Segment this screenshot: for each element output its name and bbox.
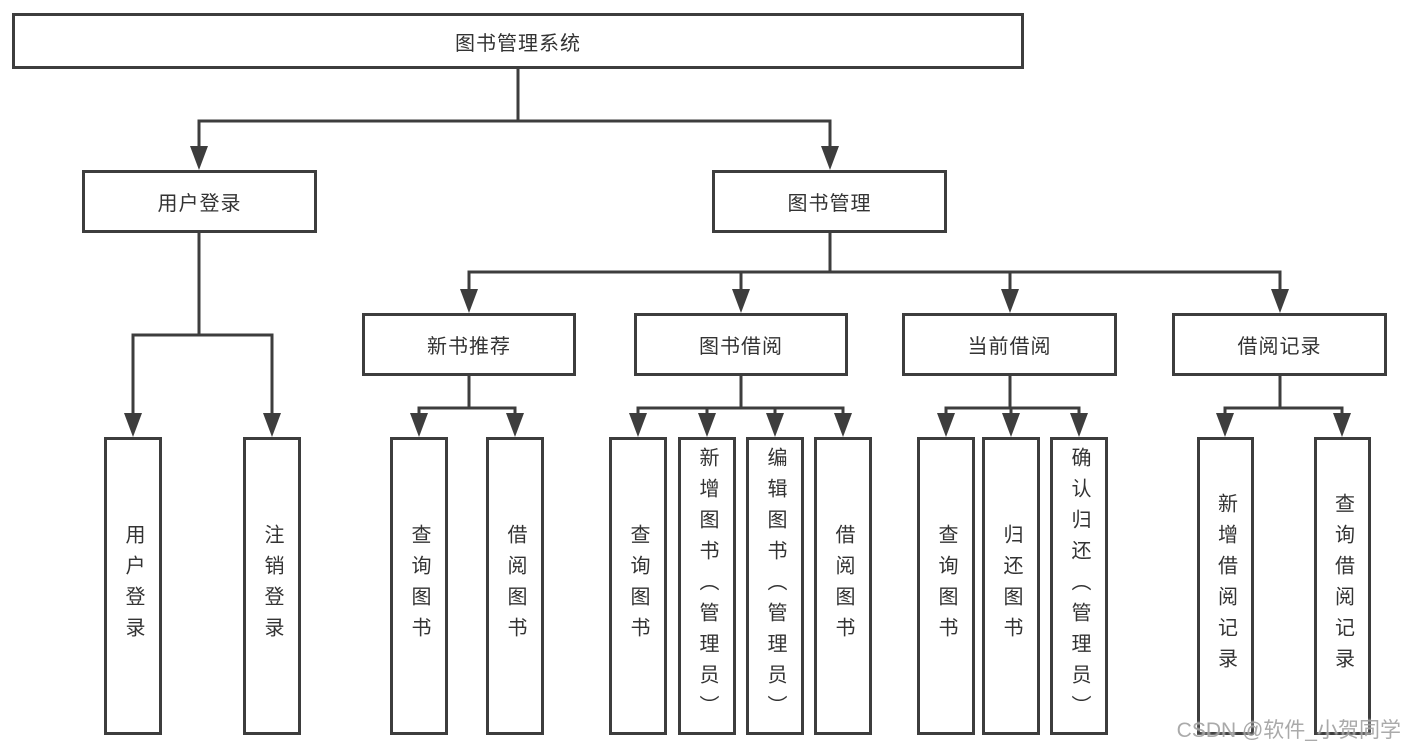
node-borrow-records: 借阅记录 [1172, 313, 1387, 376]
arrow-head [732, 289, 750, 313]
arrow-head [1333, 413, 1351, 437]
arrow-head [821, 146, 839, 170]
node-current-borrow-label: 当前借阅 [967, 336, 1052, 358]
node-user-login: 用户登录 [82, 170, 317, 233]
node-book-borrow: 图书借阅 [634, 313, 848, 376]
connector-root [190, 67, 839, 170]
leaf-query-books-current: 查询图书 [917, 437, 975, 735]
leaf-return-book: 归还图书 [982, 437, 1040, 735]
arrow-head [263, 413, 281, 437]
node-root-label: 图书管理系统 [455, 32, 581, 55]
leaf-query-borrow-record-label: 查询借阅记录 [1331, 493, 1354, 679]
arrow-head [629, 413, 647, 437]
arrow-head [506, 413, 524, 437]
arrow-head [410, 413, 428, 437]
arrow-head [766, 413, 784, 437]
arrow-head [834, 413, 852, 437]
node-new-book-recommend-label: 新书推荐 [427, 336, 511, 358]
leaf-add-book-admin: 新增图书（管理员） [678, 437, 736, 735]
arrow-head [698, 413, 716, 437]
connector-book-borrow [629, 374, 852, 437]
leaf-query-books-borrow: 查询图书 [609, 437, 667, 735]
arrow-head [190, 146, 208, 170]
leaf-borrow-books-recommend: 借阅图书 [486, 437, 544, 735]
connector-borrow-records [1216, 374, 1351, 437]
leaf-logout: 注销登录 [243, 437, 301, 735]
node-borrow-records-label: 借阅记录 [1237, 336, 1322, 358]
leaf-add-borrow-record-label: 新增借阅记录 [1214, 493, 1237, 679]
csdn-watermark: CSDN @软件_小贺同学 [1176, 719, 1401, 742]
arrow-head [1271, 289, 1289, 313]
node-new-book-recommend: 新书推荐 [362, 313, 576, 376]
connector-user-login [124, 231, 281, 437]
connector-new-book-recommend [410, 374, 524, 437]
leaf-borrow-books: 借阅图书 [814, 437, 872, 735]
leaf-return-book-label: 归还图书 [1000, 524, 1022, 648]
arrow-head [1001, 289, 1019, 313]
leaf-query-books-recommend: 查询图书 [390, 437, 448, 735]
leaf-confirm-return-admin: 确认归还（管理员） [1050, 437, 1108, 735]
node-current-borrow: 当前借阅 [902, 313, 1117, 376]
leaf-user-login: 用户登录 [104, 437, 162, 735]
leaf-query-books-borrow-label: 查询图书 [627, 524, 649, 648]
arrow-head [124, 413, 142, 437]
arrow-head [1070, 413, 1088, 437]
leaf-confirm-return-admin-label: 确认归还（管理员） [1068, 446, 1090, 726]
leaf-query-books-current-label: 查询图书 [935, 524, 957, 648]
leaf-edit-book-admin: 编辑图书（管理员） [746, 437, 804, 735]
node-book-borrow-label: 图书借阅 [699, 336, 783, 358]
node-book-management: 图书管理 [712, 170, 947, 233]
connector-book-management [460, 231, 1289, 313]
leaf-logout-label: 注销登录 [261, 524, 283, 648]
leaf-edit-book-admin-label: 编辑图书（管理员） [764, 446, 786, 726]
arrow-head [460, 289, 478, 313]
leaf-borrow-books-recommend-label: 借阅图书 [504, 524, 526, 648]
leaf-user-login-label: 用户登录 [122, 524, 144, 648]
leaf-query-books-recommend-label: 查询图书 [408, 524, 430, 648]
leaf-add-book-admin-label: 新增图书（管理员） [696, 446, 718, 726]
arrow-head [937, 413, 955, 437]
leaf-query-borrow-record: 查询借阅记录 [1314, 437, 1371, 735]
connector-current-borrow [937, 374, 1088, 437]
arrow-head [1002, 413, 1020, 437]
node-root: 图书管理系统 [12, 13, 1024, 69]
arrow-head [1216, 413, 1234, 437]
leaf-borrow-books-label: 借阅图书 [832, 524, 854, 648]
node-book-management-label: 图书管理 [787, 193, 872, 215]
node-user-login-label: 用户登录 [157, 193, 242, 215]
leaf-add-borrow-record: 新增借阅记录 [1197, 437, 1254, 735]
